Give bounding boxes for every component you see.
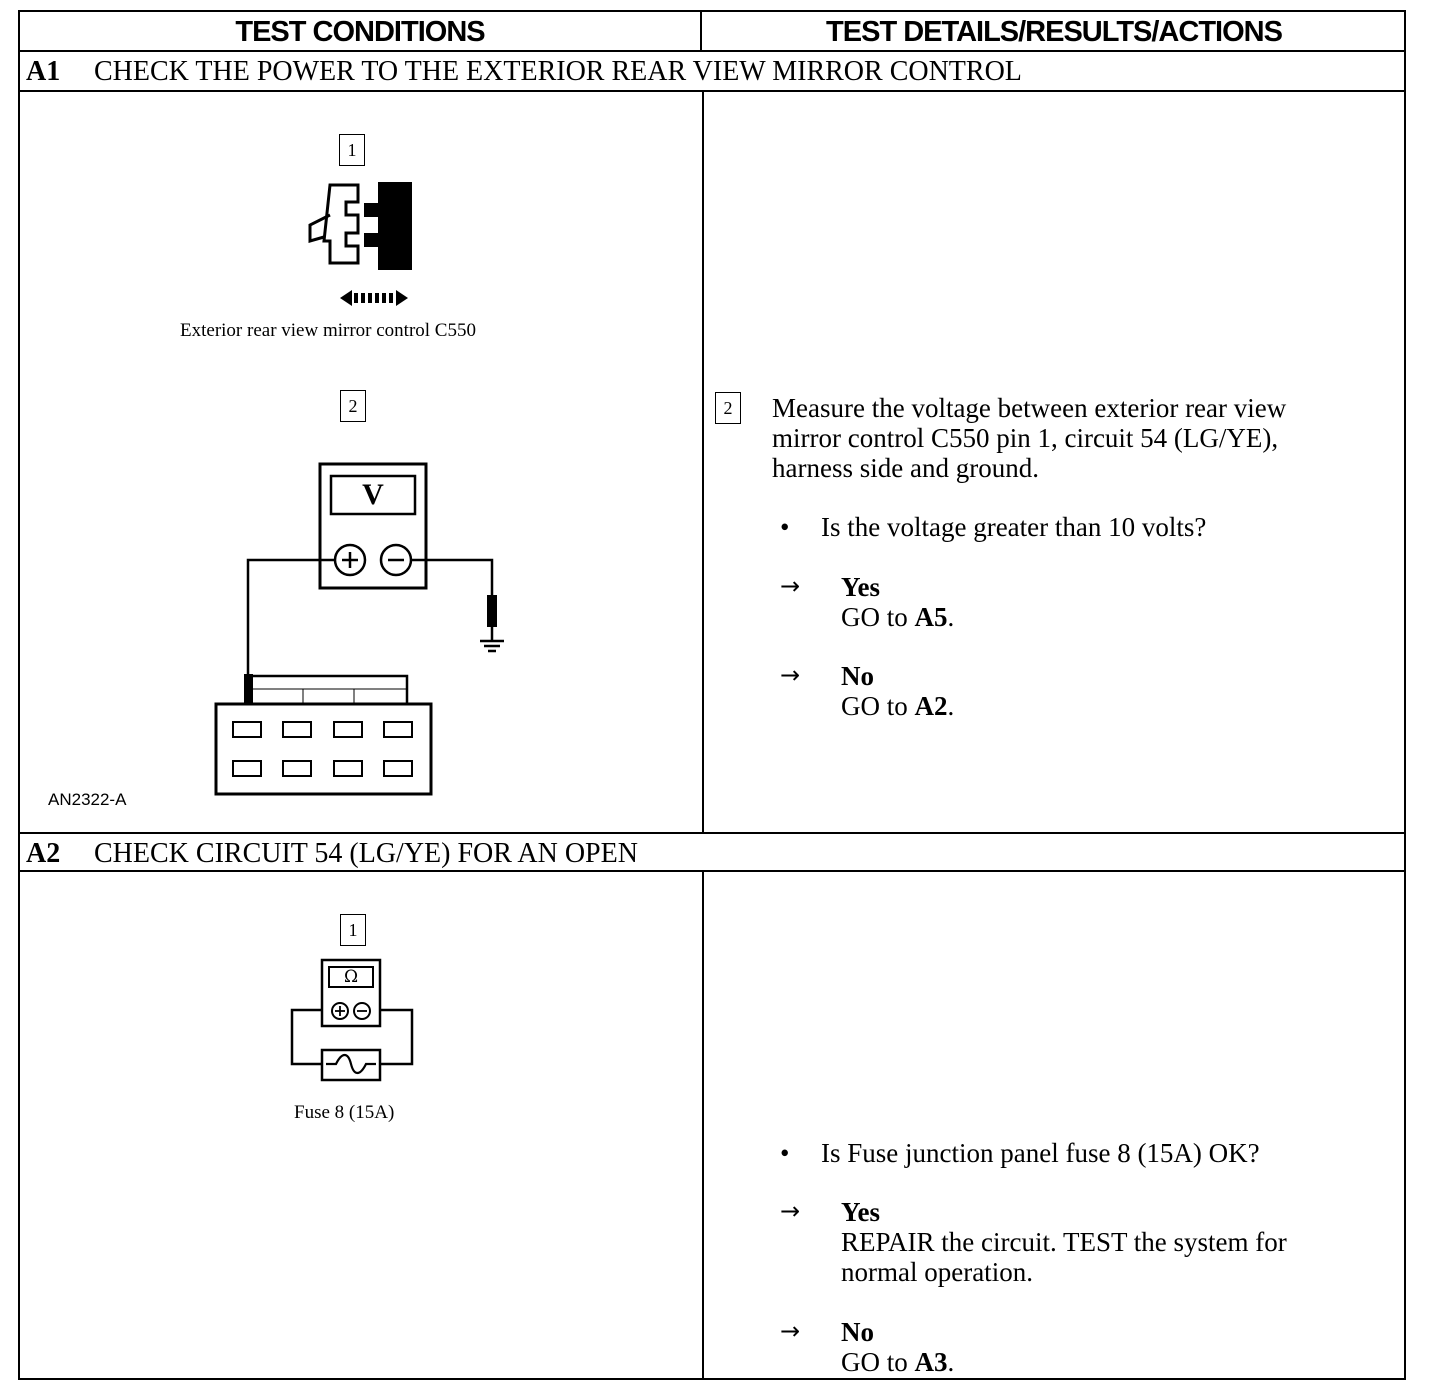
connector-disconnect-figure [308, 182, 412, 306]
step-2-box-a1-details: 2 [715, 392, 741, 424]
section-a2-title: CHECK CIRCUIT 54 (LG/YE) FOR AN OPEN [94, 838, 638, 869]
ohmmeter-label: Ω [343, 967, 359, 987]
a1-no-period: . [947, 691, 955, 721]
a2-no-arrow: → [780, 1317, 801, 1345]
section-a2-id: A2 [26, 838, 61, 869]
a1-instruction-line-1: Measure the voltage between exterior rea… [772, 393, 1287, 423]
voltmeter-label: V [362, 478, 384, 511]
section-a1-title-row: A1 CHECK THE POWER TO THE EXTERIOR REAR … [20, 52, 1406, 92]
a1-no-label: No [841, 661, 874, 691]
a2-no-period: . [947, 1347, 955, 1377]
a2-yes-arrow: → [780, 1197, 801, 1225]
a2-bullet: • [780, 1138, 790, 1168]
step-1-box-a1: 1 [339, 134, 365, 166]
a2-no-target: A3 [914, 1347, 948, 1377]
header-test-details: TEST DETAILS/RESULTS/ACTIONS [702, 12, 1406, 52]
a1-no-arrow: → [780, 661, 801, 689]
a1-yes-arrow: → [780, 572, 801, 600]
a2-yes-action-line-2: normal operation. [841, 1257, 1033, 1287]
figure-caption-a1: Exterior rear view mirror control C550 [180, 320, 476, 341]
a2-yes-action-line-1: REPAIR the circuit. TEST the system for [841, 1227, 1287, 1257]
step-1-box-a2: 1 [340, 914, 366, 946]
header-test-conditions: TEST CONDITIONS [20, 12, 702, 52]
a1-yes-period: . [947, 602, 955, 632]
a1-yes-action-text: GO to [841, 602, 908, 632]
ohmmeter-fuse-figure [290, 958, 414, 1082]
a1-bullet: • [780, 512, 790, 542]
a1-instruction-line-2: mirror control C550 pin 1, circuit 54 (L… [772, 423, 1279, 453]
voltmeter-probe-figure [214, 462, 504, 796]
a2-no-label: No [841, 1317, 874, 1347]
a1-question: Is the voltage greater than 10 volts? [821, 512, 1207, 542]
a2-no-action-text: GO to [841, 1347, 908, 1377]
a1-instruction: Measure the voltage between exterior rea… [772, 393, 1286, 483]
diagnostic-table: TEST CONDITIONS TEST DETAILS/RESULTS/ACT… [18, 10, 1406, 1380]
a1-yes-target: A5 [914, 602, 948, 632]
a2-yes-label: Yes [841, 1197, 880, 1227]
section-a1-id: A1 [26, 56, 61, 87]
section-a2-title-row: A2 CHECK CIRCUIT 54 (LG/YE) FOR AN OPEN [20, 832, 1406, 872]
a2-question: Is Fuse junction panel fuse 8 (15A) OK? [821, 1138, 1260, 1168]
a2-yes-action: REPAIR the circuit. TEST the system for … [841, 1227, 1287, 1287]
a2-no-action: GO to A3. [841, 1347, 954, 1377]
step-2-box-a1: 2 [340, 390, 366, 422]
figure-caption-a2: Fuse 8 (15A) [294, 1102, 395, 1123]
a1-no-action-text: GO to [841, 691, 908, 721]
a1-yes-label: Yes [841, 572, 880, 602]
a1-no-target: A2 [914, 691, 948, 721]
a1-no-action: GO to A2. [841, 691, 954, 721]
column-divider-a1 [702, 92, 704, 832]
a1-instruction-line-3: harness side and ground. [772, 453, 1039, 483]
column-divider-a2 [702, 872, 704, 1380]
section-a1-title: CHECK THE POWER TO THE EXTERIOR REAR VIE… [94, 56, 1022, 87]
a1-yes-action: GO to A5. [841, 602, 954, 632]
figure-id-a1: AN2322-A [48, 790, 127, 809]
